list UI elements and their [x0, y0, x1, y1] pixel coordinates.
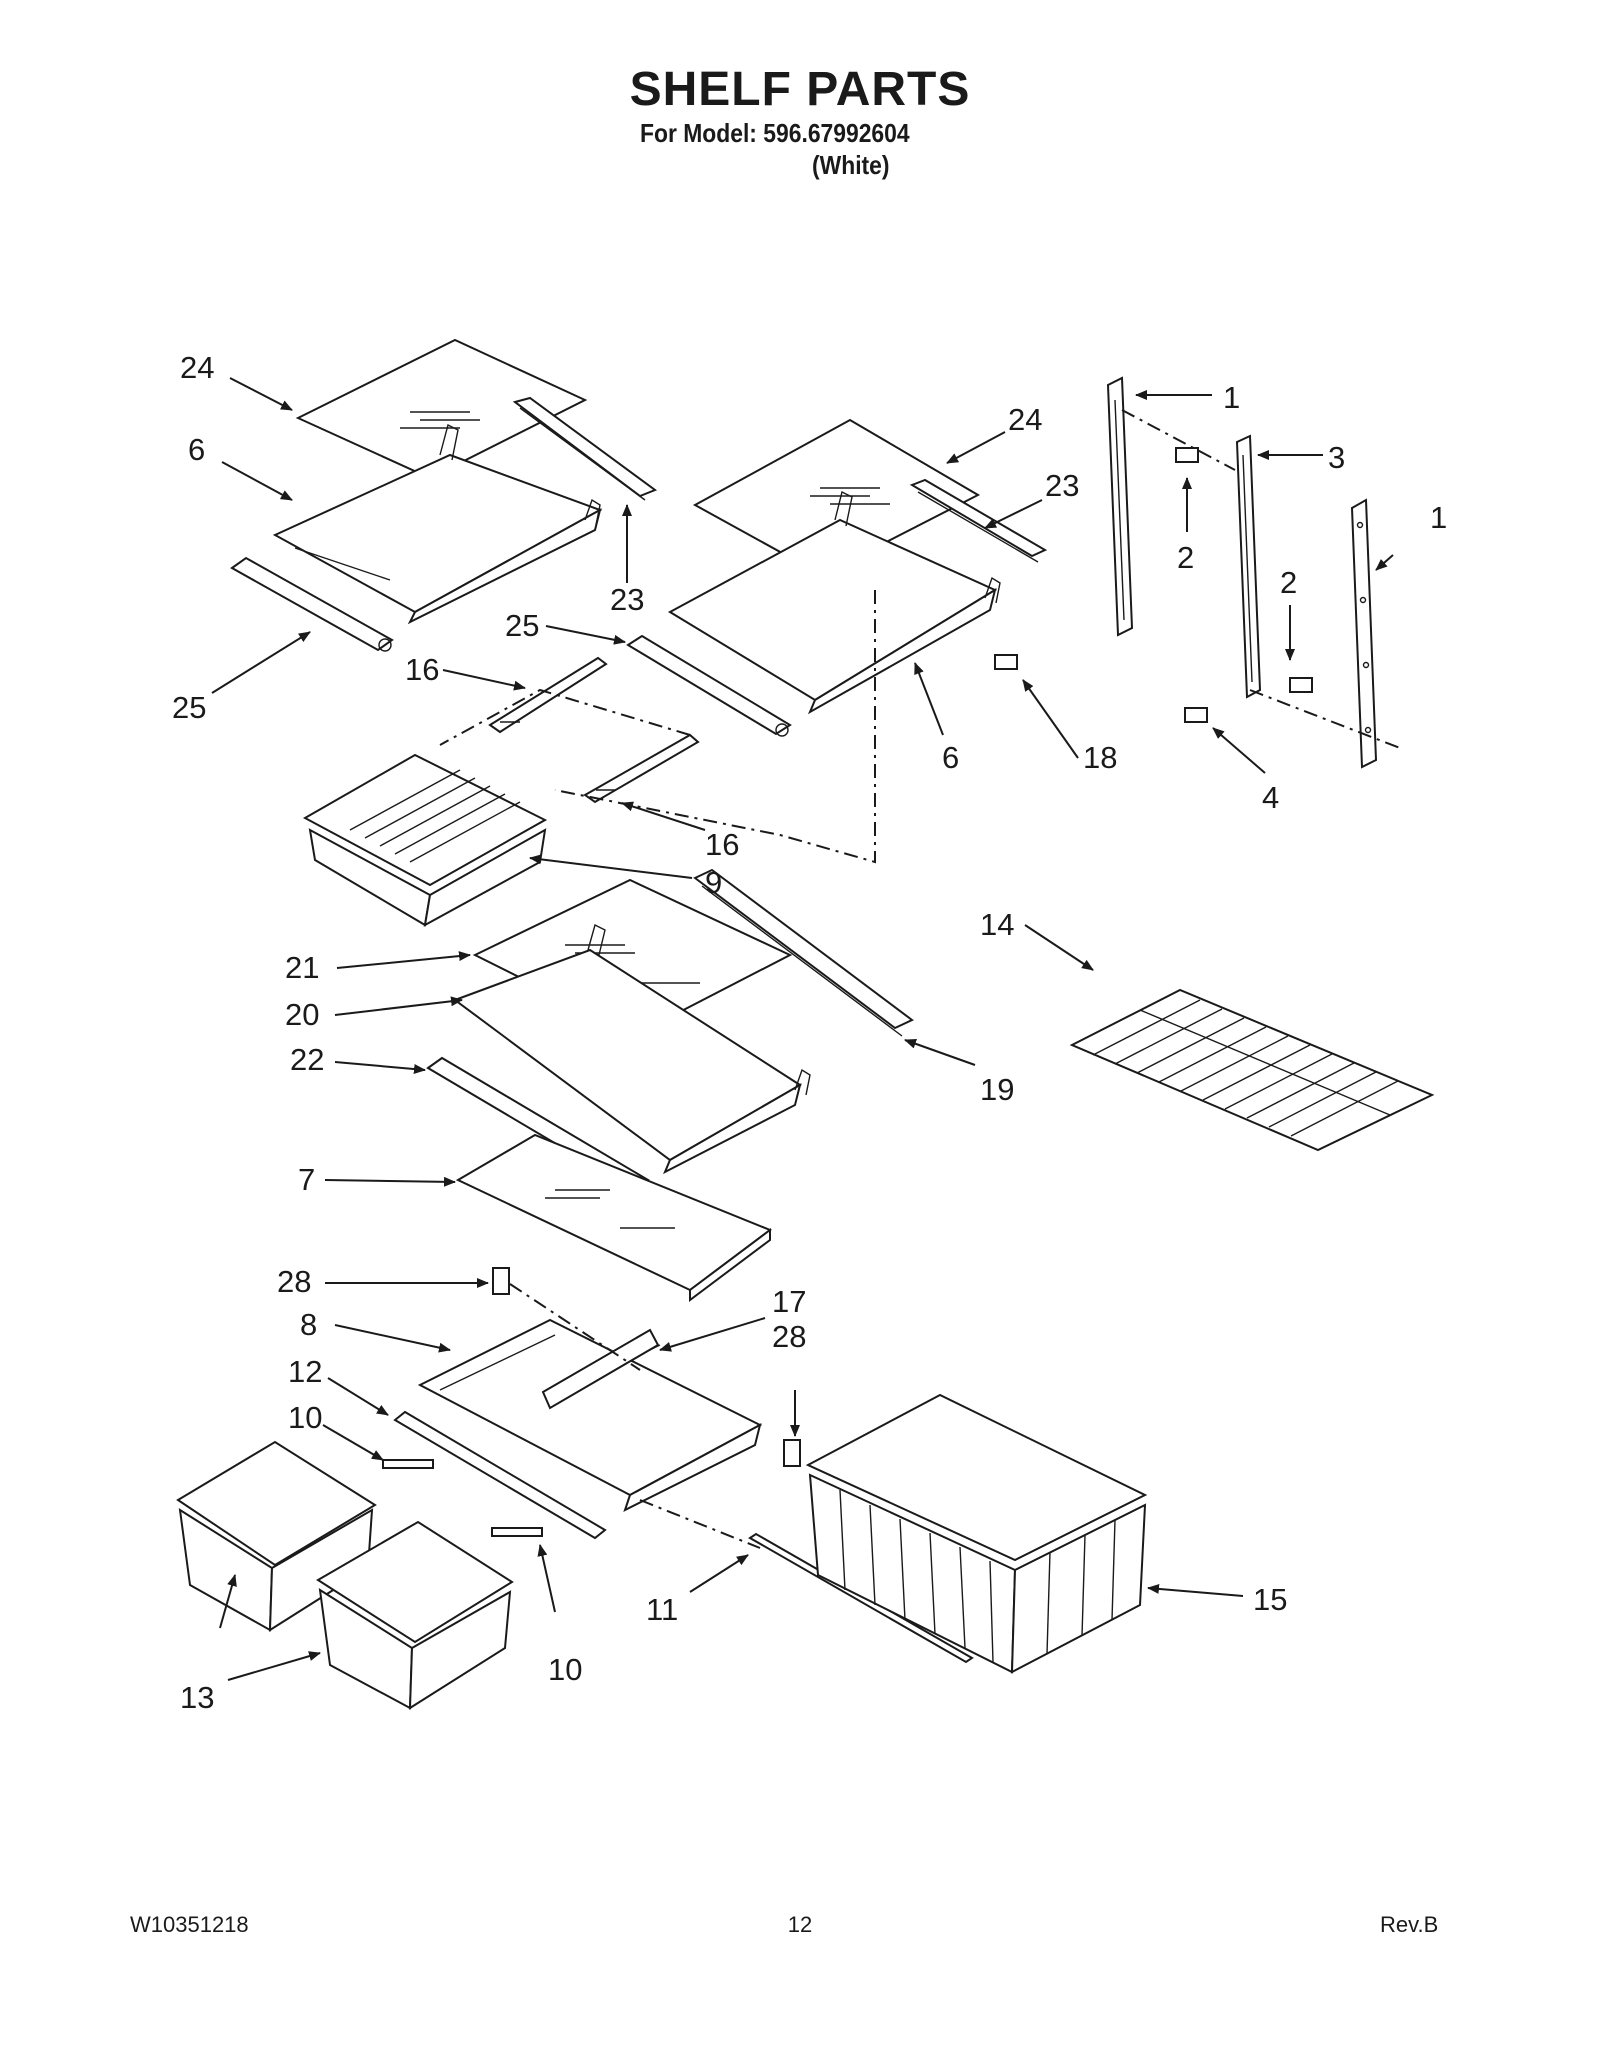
mounting-clip-right	[783, 1439, 801, 1467]
wire-basket	[805, 1393, 1148, 1674]
shelf-trim-rear-left	[512, 396, 658, 501]
screw-lower	[1184, 707, 1208, 723]
page-number: 12	[787, 1912, 813, 1937]
document-number: W10351218	[130, 1912, 249, 1937]
callout-7: 7	[298, 1162, 315, 1197]
divider-rod	[748, 1532, 974, 1664]
callout-8: 8	[300, 1307, 317, 1342]
callout-6-left: 6	[188, 432, 205, 467]
wire-shelf	[1069, 988, 1435, 1152]
callout-10-upper: 10	[288, 1400, 322, 1435]
shelf-trim-front-center	[626, 634, 792, 737]
callout-28-right: 28	[772, 1319, 806, 1354]
callout-9: 9	[705, 865, 722, 900]
shelf-trim-rear-middle	[693, 868, 914, 1037]
callout-22: 22	[290, 1042, 324, 1077]
callout-24-left: 24	[180, 350, 214, 385]
callout-28-left: 28	[277, 1264, 311, 1299]
callout-24-center: 24	[1008, 402, 1042, 437]
shelf-frame-middle	[452, 923, 811, 1175]
callout-1-upper: 1	[1223, 380, 1240, 415]
callout-1-lower: 1	[1430, 500, 1447, 535]
crisper-drawer-right	[316, 1520, 514, 1710]
callout-16-lower: 16	[705, 827, 739, 862]
callout-23-left: 23	[610, 582, 644, 617]
crisper-clip-left	[382, 1459, 434, 1469]
deli-drawer	[302, 753, 548, 927]
crisper-frame	[417, 1318, 763, 1512]
model-number: For Model: 596.67992604	[640, 118, 910, 148]
callout-3: 3	[1328, 440, 1345, 475]
callout-14: 14	[980, 907, 1014, 942]
callout-10-lower: 10	[548, 1652, 582, 1687]
mounting-clip-left	[492, 1267, 510, 1295]
callout-6-center: 6	[942, 740, 959, 775]
callout-2-left: 2	[1177, 540, 1194, 575]
crisper-trim	[393, 1410, 607, 1540]
callout-12: 12	[288, 1354, 322, 1389]
callout-11: 11	[646, 1592, 678, 1627]
callout-17: 17	[772, 1284, 806, 1319]
callout-18: 18	[1083, 740, 1117, 775]
callout-15: 15	[1253, 1582, 1287, 1617]
crisper-clip-right	[491, 1527, 543, 1537]
shelf-trim-rear-center	[909, 478, 1048, 563]
shoulder-screw	[994, 654, 1018, 670]
callout-21: 21	[285, 950, 319, 985]
page-title: SHELF PARTS	[629, 63, 971, 116]
drawer-slide-right	[583, 733, 700, 804]
crisper-cover-glass	[455, 1133, 773, 1302]
drawer-slide-left	[488, 656, 608, 734]
callout-13: 13	[180, 1680, 214, 1715]
callout-19: 19	[980, 1072, 1014, 1107]
callout-23-center: 23	[1045, 468, 1079, 503]
model-color: (White)	[812, 150, 890, 180]
callout-16-upper: 16	[405, 652, 439, 687]
shelf-rail-left	[1106, 376, 1134, 637]
crisper-drawer-left	[176, 1440, 377, 1632]
callout-4: 4	[1262, 780, 1279, 815]
shelf-rail-right	[1350, 498, 1378, 769]
callout-25-left: 25	[172, 690, 206, 725]
divider-slide	[541, 1328, 660, 1410]
shelf-frame-left	[272, 423, 603, 625]
callout-2-right: 2	[1280, 565, 1297, 600]
callout-25-center: 25	[505, 608, 539, 643]
glass-shelf-upper-left	[295, 338, 588, 480]
screw-upper	[1175, 447, 1199, 463]
screw-middle	[1289, 677, 1313, 693]
shelf-rail-center	[1235, 434, 1262, 699]
revision-label: Rev.B	[1380, 1912, 1439, 1937]
shelf-trim-front-left	[230, 556, 394, 652]
shelf-frame-center	[667, 490, 1001, 715]
callout-20: 20	[285, 997, 319, 1032]
